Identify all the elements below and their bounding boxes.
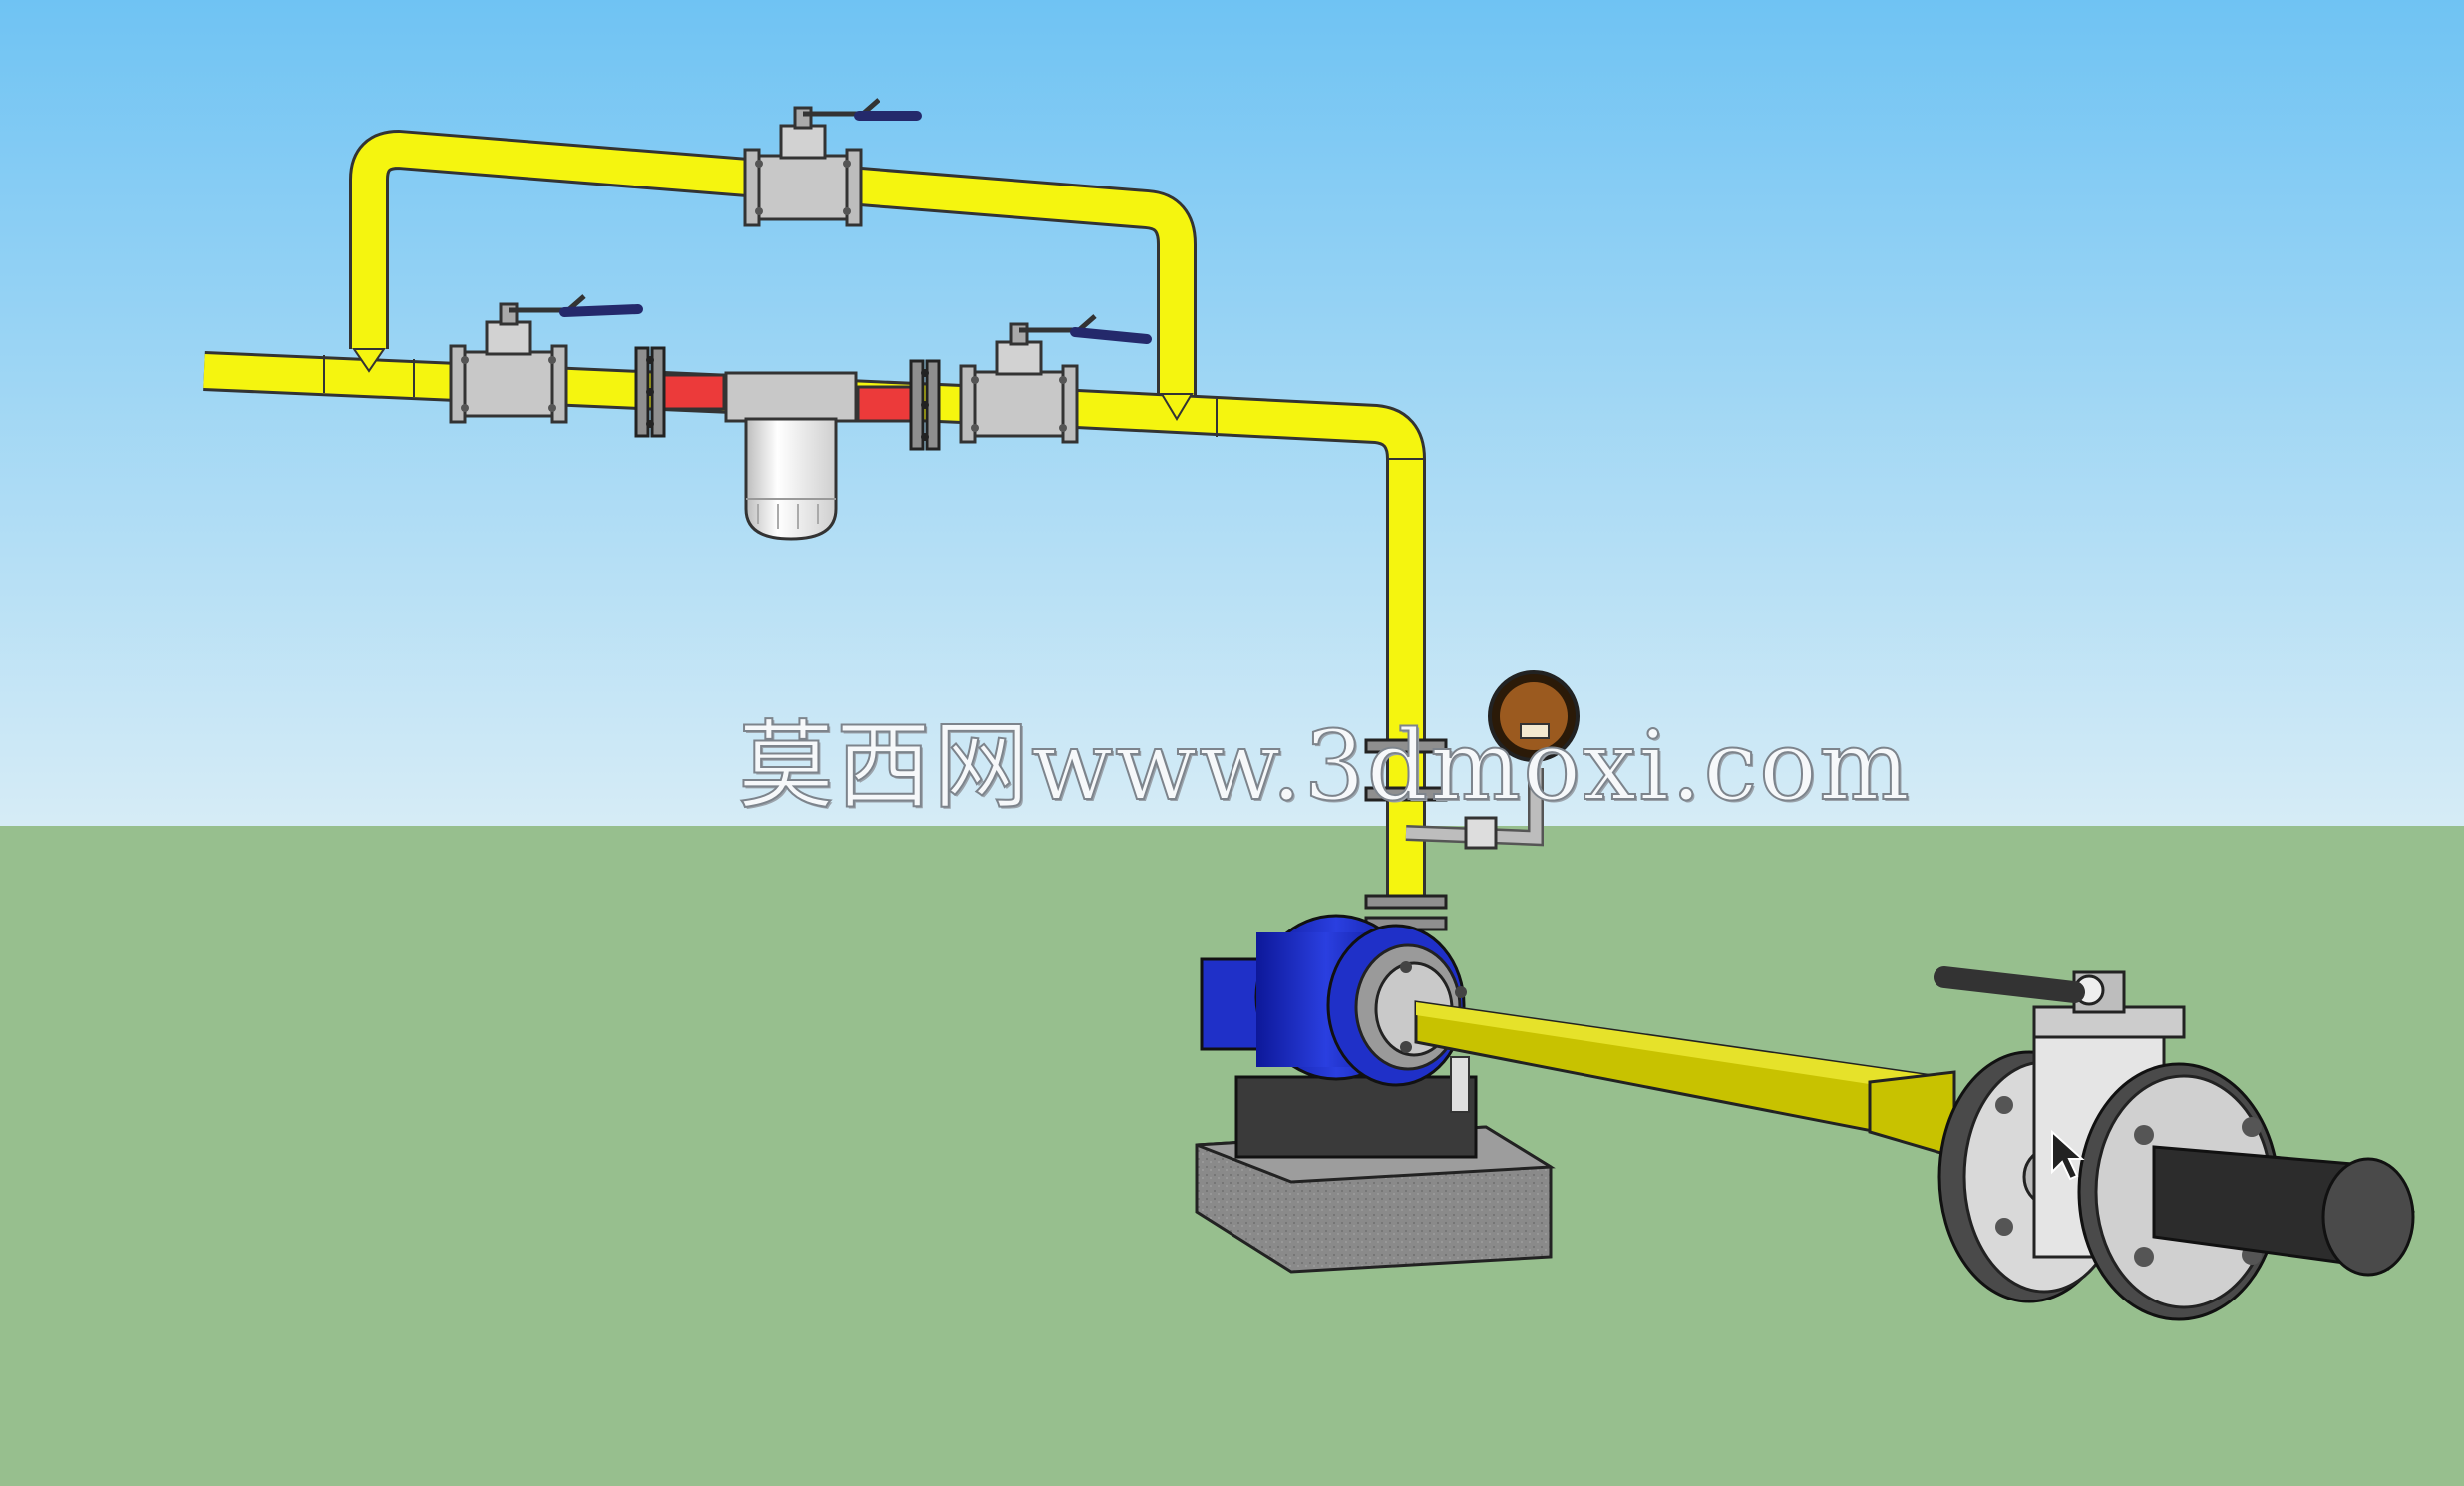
outlet-pipe — [1414, 1000, 1956, 1160]
bypass-ball-valve-top — [745, 100, 922, 225]
concrete-base — [1195, 1075, 1556, 1274]
watermark: 莫西网www.3dmoxi.com — [737, 709, 1912, 823]
main-pipe — [203, 348, 1426, 898]
flange-left — [634, 346, 666, 438]
flange-vertical-upper — [1364, 738, 1448, 802]
gate-valve-flanged — [1934, 966, 2415, 1321]
flange-right — [909, 359, 941, 451]
outlet-ball-valve — [961, 316, 1152, 442]
strainer-filter — [724, 371, 858, 541]
red-spool-right — [856, 385, 919, 423]
flange-vertical-lower — [1364, 894, 1448, 931]
inlet-ball-valve — [451, 296, 643, 422]
pressure-gauge — [1405, 670, 1580, 850]
mouse-cursor-icon — [2051, 1129, 2085, 1181]
centrifugal-pump — [1200, 914, 1470, 1113]
red-spool-left — [656, 373, 726, 411]
